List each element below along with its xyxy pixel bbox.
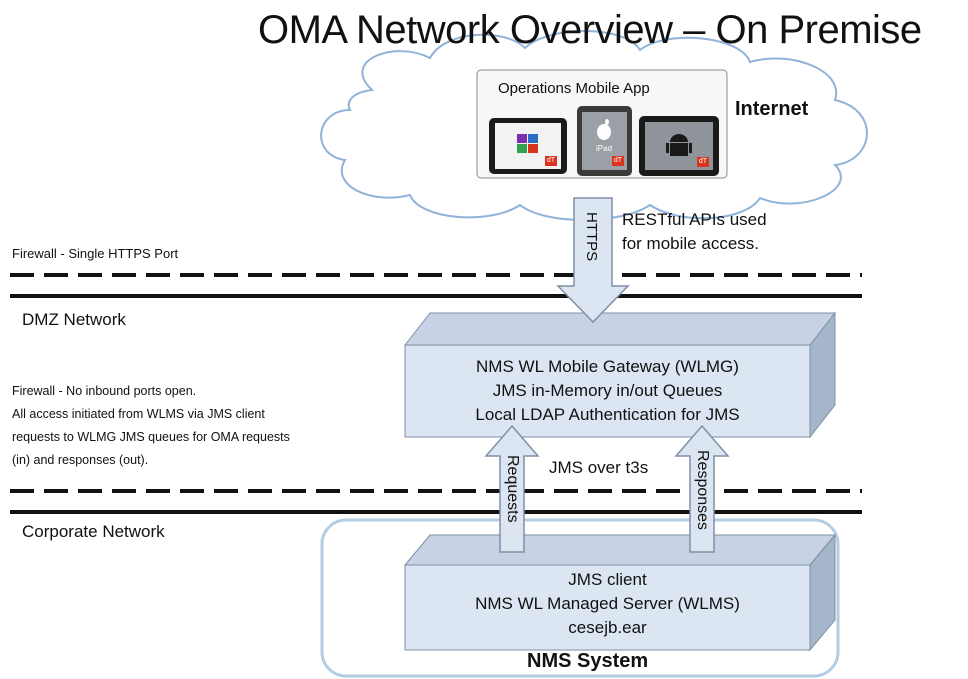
badge-icon: dT [612, 156, 624, 166]
firewall-note-line: All access initiated from WLMS via JMS c… [12, 407, 265, 421]
server-line: NMS WL Managed Server (WLMS) [475, 594, 740, 613]
dmz-network-label: DMZ Network [22, 310, 126, 329]
firewall-note-line: requests to WLMG JMS queues for OMA requ… [12, 430, 290, 444]
gateway-box-shape [403, 311, 837, 439]
page-title: OMA Network Overview – On Premise [258, 8, 922, 52]
firewall-note-line: Firewall - No inbound ports open. [12, 384, 197, 398]
gateway-line: Local LDAP Authentication for JMS [475, 405, 740, 424]
android-logo-icon [666, 134, 692, 156]
internet-label: Internet [735, 98, 809, 120]
nms-system-label: NMS System [527, 650, 649, 672]
windows-tablet: dT [489, 118, 567, 174]
corporate-network-label: Corporate Network [22, 522, 165, 541]
gateway-line: NMS WL Mobile Gateway (WLMG) [476, 357, 739, 376]
gateway-line: JMS in-Memory in/out Queues [492, 381, 723, 400]
server-box-shape [403, 533, 837, 652]
nms-system-outline [320, 518, 840, 678]
windows-logo-icon [517, 134, 538, 153]
firewall-top-lines [10, 273, 862, 298]
firewall-bottom-lines [10, 489, 862, 514]
responses-arrow [674, 424, 730, 553]
restful-note-line: RESTful APIs used [622, 210, 767, 229]
android-tablet: dT [639, 116, 719, 176]
badge-icon: dT [697, 157, 709, 167]
requests-arrow [484, 424, 540, 553]
firewall-top-label: Firewall - Single HTTPS Port [12, 246, 179, 261]
server-line: JMS client [568, 570, 647, 589]
apple-logo-icon [597, 119, 611, 140]
server-box-text: JMS client NMS WL Managed Server (WLMS) … [405, 568, 810, 640]
app-card-title: Operations Mobile App [498, 80, 650, 97]
firewall-note-line: (in) and responses (out). [12, 453, 149, 467]
restful-note: RESTful APIs used for mobile access. [622, 208, 767, 256]
gateway-box-text: NMS WL Mobile Gateway (WLMG) JMS in-Memo… [405, 355, 810, 427]
firewall-bottom-note: Firewall - No inbound ports open. All ac… [12, 380, 290, 472]
server-line: cesejb.ear [568, 618, 647, 637]
https-arrow [556, 197, 630, 324]
responses-label: Responses [694, 450, 711, 531]
restful-note-line: for mobile access. [622, 234, 759, 253]
ipad-tablet: iPad dT [577, 106, 632, 176]
requests-label: Requests [504, 455, 521, 523]
jms-over-t3s-label: JMS over t3s [549, 458, 649, 477]
badge-icon: dT [545, 156, 557, 166]
ipad-text: iPad [596, 144, 613, 153]
https-label: HTTPS [583, 212, 600, 262]
